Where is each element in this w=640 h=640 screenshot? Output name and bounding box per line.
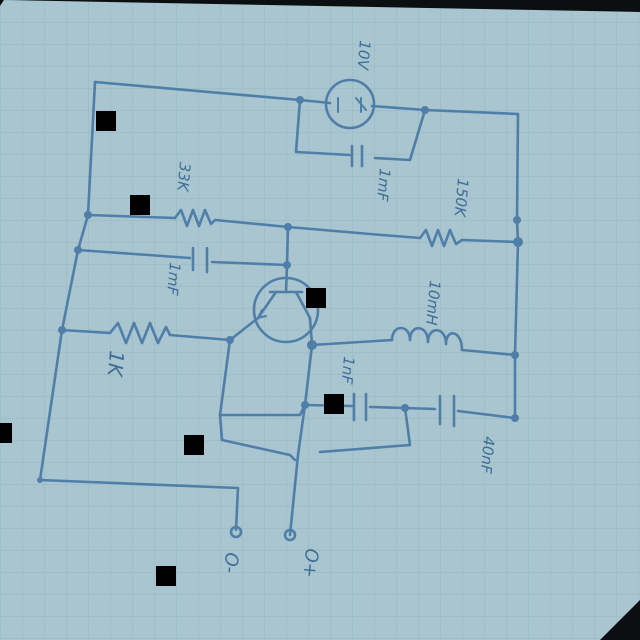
label-cap-right: 40nF bbox=[477, 436, 498, 475]
label-r-left: 33K bbox=[173, 162, 194, 194]
label-r-right: 150K bbox=[451, 178, 472, 219]
label-r-emitter: 1K bbox=[103, 350, 129, 380]
inductor-10mh bbox=[390, 326, 464, 352]
label-terminal-positive: O+ bbox=[298, 548, 321, 579]
terminal-positive bbox=[283, 528, 297, 542]
label-inductor: 10mH bbox=[422, 280, 444, 326]
label-source: 10V bbox=[353, 40, 374, 73]
terminal-negative bbox=[229, 525, 243, 539]
transistor bbox=[252, 276, 320, 344]
label-terminal-negative: O- bbox=[219, 552, 242, 574]
capacitor-mid bbox=[352, 392, 368, 422]
resistor-1k bbox=[108, 321, 172, 345]
resistor-150k bbox=[418, 228, 464, 248]
label-cap-top: 1mF bbox=[373, 168, 394, 203]
capacitor-base bbox=[191, 246, 209, 274]
label-cap-base: 1mF bbox=[163, 262, 184, 297]
resistor-33k bbox=[173, 208, 217, 228]
voltage-source-10v bbox=[324, 78, 376, 130]
junction-nodes bbox=[37, 96, 523, 483]
capacitor-right bbox=[438, 394, 456, 428]
capacitor-top bbox=[350, 144, 364, 168]
label-cap-mid: 1nF bbox=[338, 356, 358, 386]
redaction-squares bbox=[0, 111, 344, 586]
